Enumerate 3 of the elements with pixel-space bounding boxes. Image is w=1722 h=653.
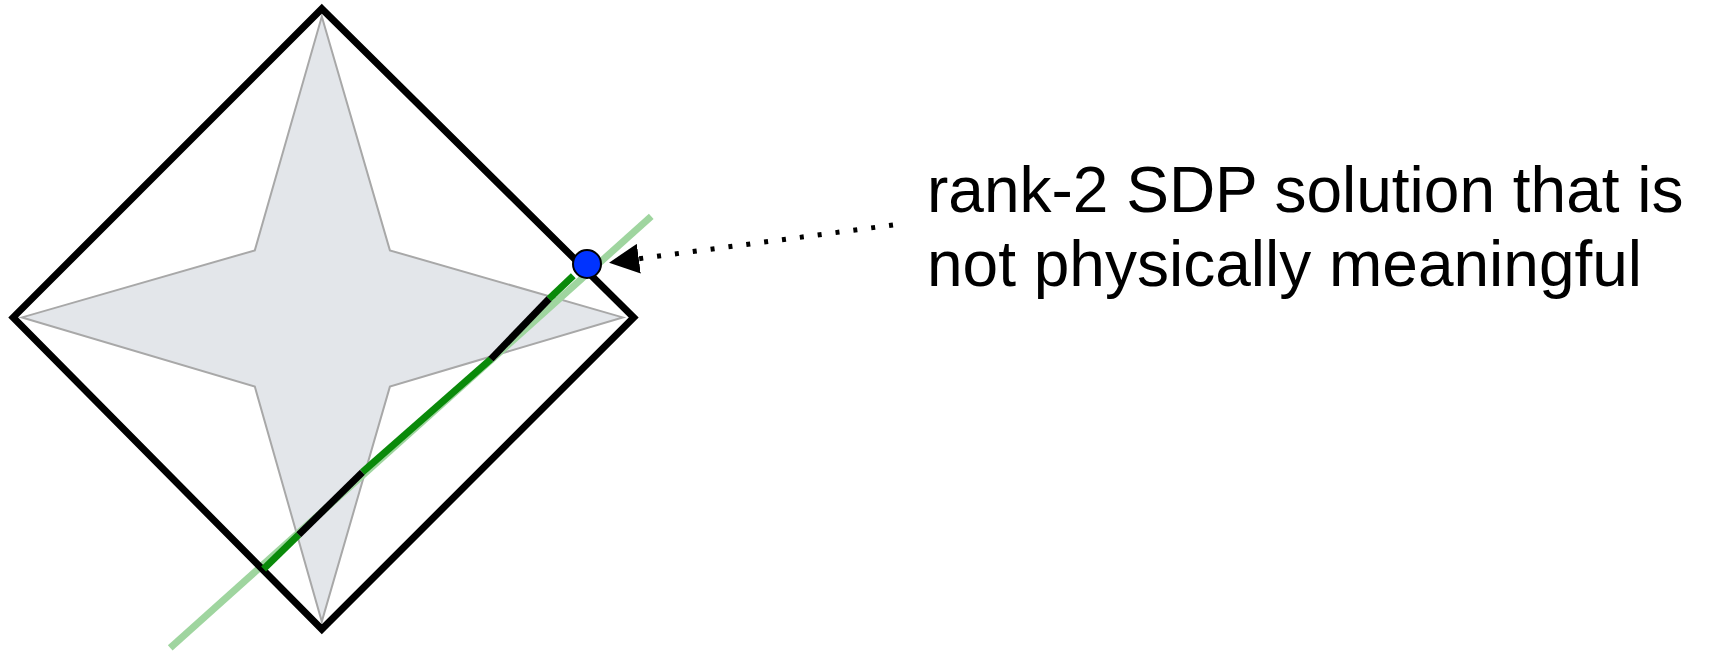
annotation-text: rank-2 SDP solution that is not physically meaningful <box>927 153 1685 301</box>
solution-point <box>572 249 602 279</box>
leader-line <box>609 222 894 274</box>
